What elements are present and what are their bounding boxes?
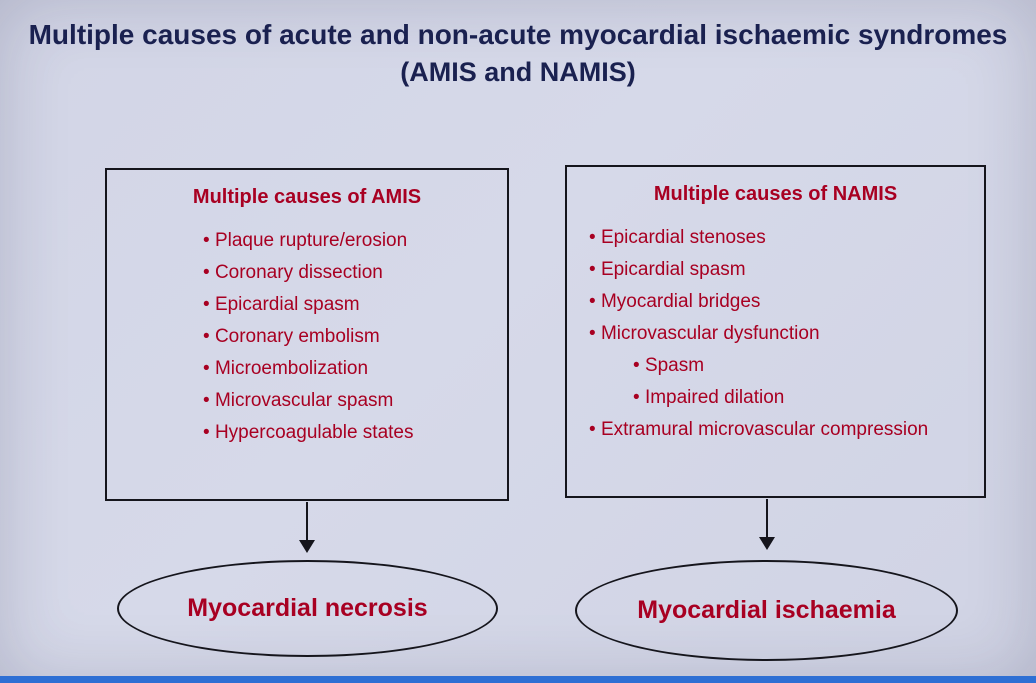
list-item-sub: Spasm (589, 350, 984, 382)
namis-causes-box: Multiple causes of NAMIS Epicardial sten… (565, 165, 986, 498)
result-label: Myocardial necrosis (187, 594, 428, 622)
amis-cause-list: Plaque rupture/erosion Coronary dissecti… (107, 225, 507, 449)
amis-causes-box: Multiple causes of AMIS Plaque rupture/e… (105, 168, 509, 501)
list-item: Microvascular dysfunction (589, 318, 984, 350)
namis-box-title: Multiple causes of NAMIS (653, 183, 898, 205)
list-item: Microvascular spasm (203, 385, 507, 417)
arrow-head (299, 540, 315, 553)
bottom-blue-bar (0, 676, 1036, 683)
list-item: Epicardial spasm (203, 289, 507, 321)
result-label: Myocardial ischaemia (637, 596, 896, 624)
arrow-shaft (305, 502, 309, 540)
list-item: Myocardial bridges (589, 286, 984, 318)
list-item: Coronary embolism (203, 321, 507, 353)
list-item: Hypercoagulable states (203, 417, 507, 449)
list-item: Extramural microvascular compression (589, 414, 984, 446)
list-item-sub: Impaired dilation (589, 382, 984, 414)
namis-cause-list: Epicardial stenoses Epicardial spasm Myo… (567, 222, 984, 446)
slide-title-line2: (AMIS and NAMIS) (400, 56, 636, 87)
list-item: Epicardial stenoses (589, 222, 984, 254)
myocardial-ischaemia-ellipse: Myocardial ischaemia (575, 560, 958, 661)
slide-title-line1: Multiple causes of acute and non-acute m… (28, 19, 1008, 50)
list-item: Plaque rupture/erosion (203, 225, 507, 257)
list-item: Epicardial spasm (589, 254, 984, 286)
list-item: Coronary dissection (203, 257, 507, 289)
arrow-head (759, 537, 775, 550)
slide-title: Multiple causes of acute and non-acute m… (0, 16, 1036, 90)
list-item: Microembolization (203, 353, 507, 385)
myocardial-necrosis-ellipse: Myocardial necrosis (117, 560, 498, 657)
arrow-shaft (765, 499, 769, 537)
amis-box-title: Multiple causes of AMIS (192, 186, 422, 208)
